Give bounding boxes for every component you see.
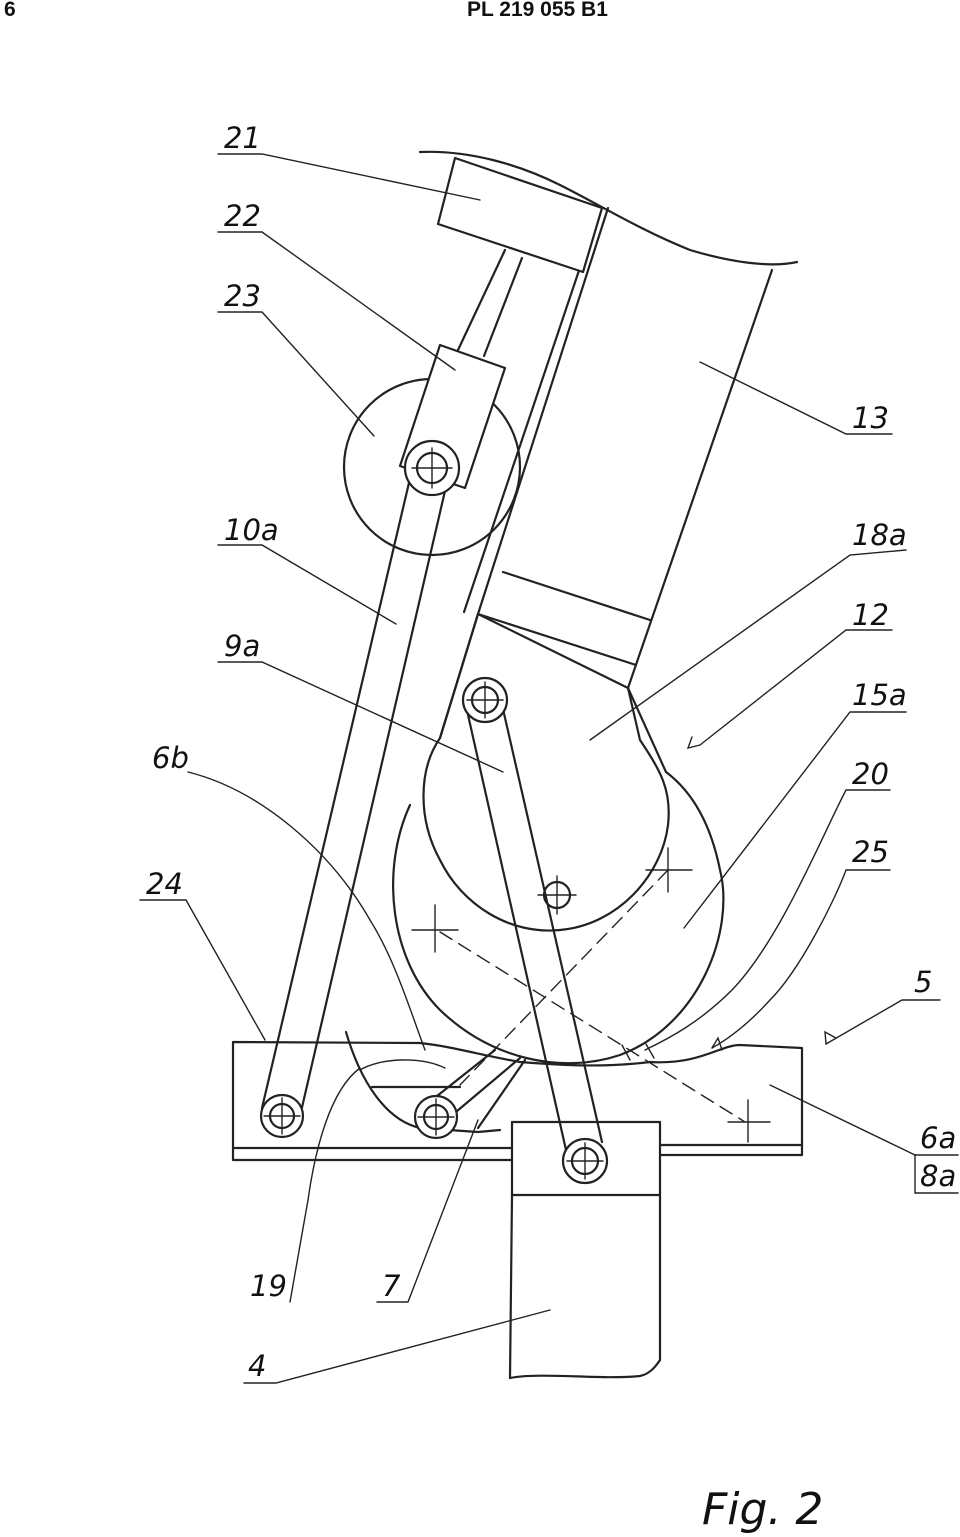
label-22: 22	[224, 199, 261, 233]
cam-15a	[392, 770, 725, 1065]
label-5: 5	[914, 965, 932, 999]
pivot-post	[561, 1137, 609, 1185]
base-plate-6a-8a	[231, 1040, 804, 1197]
pivot-cam-center	[537, 875, 577, 915]
label-6b: 6b	[152, 741, 189, 775]
reference-labels: 21 22 23 13 10a 18a 12 9a 15a 6b 20 25 2…	[146, 121, 956, 1383]
label-9a: 9a	[224, 629, 260, 663]
label-10a: 10a	[224, 513, 279, 547]
label-6a: 6a	[920, 1121, 956, 1155]
link-9a	[464, 694, 604, 1152]
document-id: PL 219 055 B1	[467, 0, 608, 21]
label-20: 20	[852, 757, 889, 791]
pivot-joints	[259, 439, 609, 1185]
label-12: 12	[852, 598, 889, 632]
body-13	[418, 150, 799, 774]
figure-caption: Fig. 2	[702, 1484, 823, 1535]
pivot-lever-7	[413, 1094, 459, 1140]
construction-lines	[439, 869, 746, 1123]
label-15a: 15a	[852, 678, 907, 712]
block-21	[436, 156, 604, 274]
pivot-top	[403, 439, 461, 497]
label-24: 24	[146, 867, 183, 901]
cam-18a	[422, 612, 670, 932]
label-21: 21	[224, 121, 261, 155]
pivot-left	[259, 1093, 305, 1139]
pivot-9a-top	[461, 676, 509, 724]
post-4	[508, 1193, 662, 1380]
label-4: 4	[248, 1349, 266, 1383]
page-number: 6	[4, 0, 16, 21]
label-23: 23	[224, 279, 261, 313]
label-18a: 18a	[852, 518, 907, 552]
leader-lines	[139, 153, 941, 1384]
label-8a: 8a	[920, 1159, 956, 1193]
contact-marks	[621, 1043, 655, 1061]
label-7: 7	[382, 1269, 401, 1303]
label-13: 13	[852, 401, 889, 435]
link-10a	[260, 468, 450, 1118]
center-marks	[411, 847, 771, 1143]
label-19: 19	[250, 1269, 287, 1303]
label-25: 25	[852, 835, 889, 869]
